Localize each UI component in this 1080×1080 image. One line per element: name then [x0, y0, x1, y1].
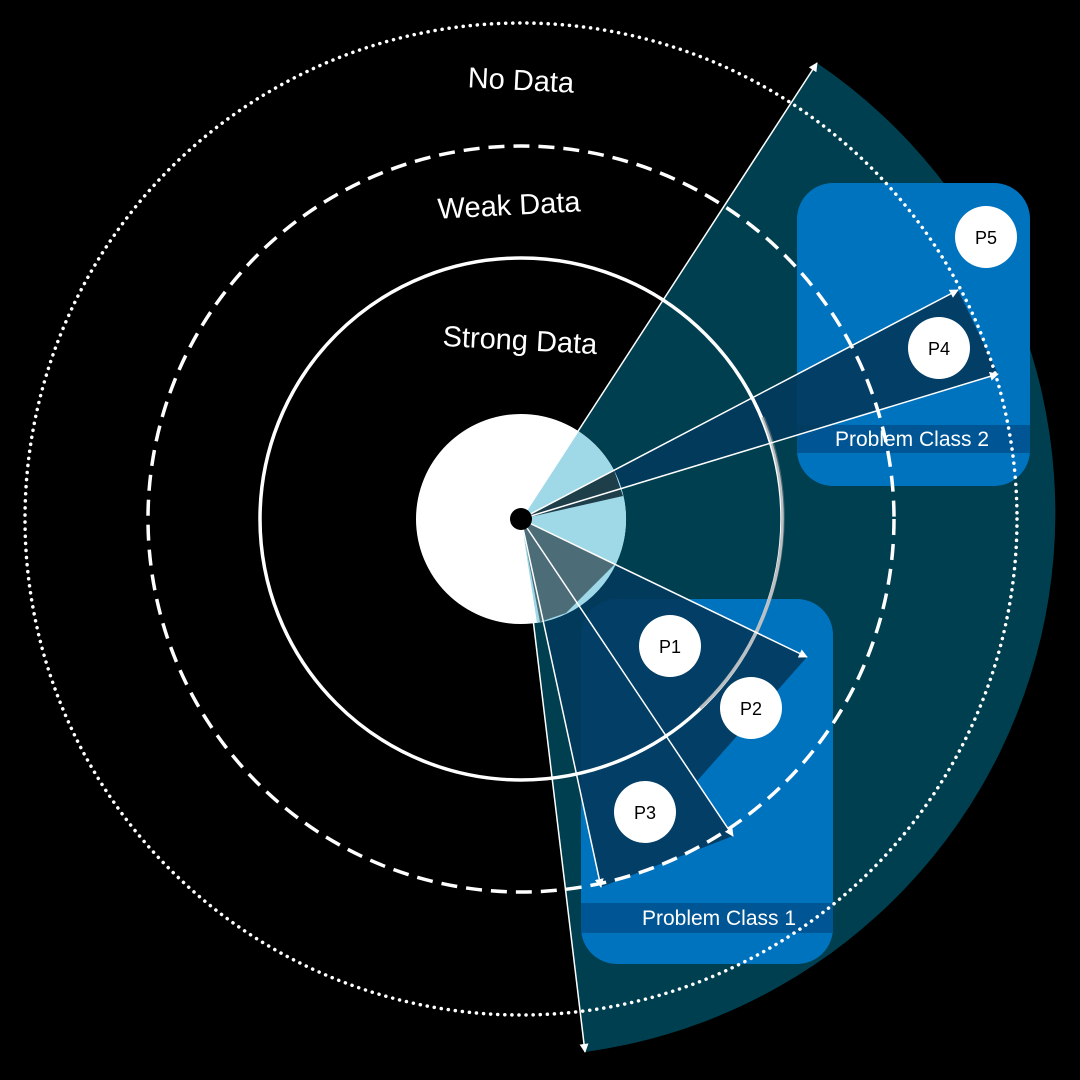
center-wedge-class-2: [521, 470, 623, 519]
problem-class-2-label: Problem Class 2: [835, 428, 989, 451]
arrows: [520, 62, 999, 1053]
wedge-class-2: [521, 290, 998, 519]
outer-ring-no-data: [23, 21, 1019, 1017]
arrow-p4-lower: [520, 372, 999, 520]
svg-text:P1: P1: [659, 637, 681, 657]
node-p3: P3: [614, 781, 676, 843]
arrow-p2: [520, 518, 808, 658]
arrow-p4-upper: [520, 289, 959, 520]
center-wedge-class-1: [521, 519, 615, 622]
node-p4: P4: [908, 317, 970, 379]
svg-text:P3: P3: [634, 803, 656, 823]
ring-label-no-data: No Data: [467, 62, 576, 100]
inner-ring-highlight: [698, 416, 785, 710]
svg-text:P2: P2: [740, 699, 762, 719]
arrow-p2-inner: [520, 518, 734, 837]
svg-text:P5: P5: [975, 228, 997, 248]
ring-label-weak-data: Weak Data: [437, 186, 582, 225]
middle-ring-weak-data: [146, 144, 896, 894]
arrow-sector-bottom: [520, 518, 589, 1053]
arrow-p3: [520, 518, 604, 888]
node-p1: P1: [639, 615, 701, 677]
svg-text:P4: P4: [928, 339, 950, 359]
origin-dot: [510, 508, 532, 530]
node-p2: P2: [720, 677, 782, 739]
problem-class-1-label: Problem Class 1: [642, 907, 796, 930]
wedge-class-1: [521, 519, 807, 887]
arrow-sector-top: [520, 62, 818, 520]
node-p5: P5: [955, 206, 1017, 268]
